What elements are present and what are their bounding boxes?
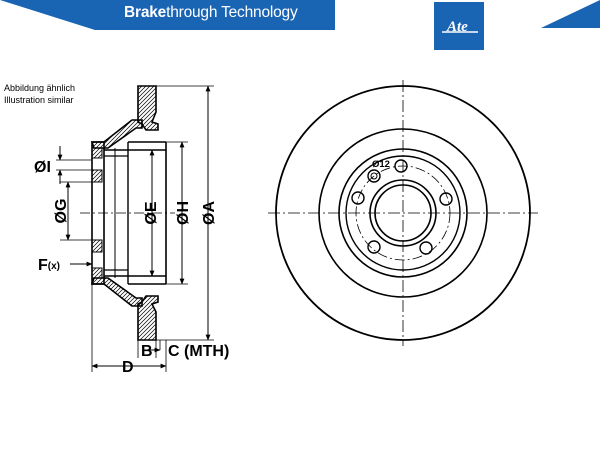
label-d: D xyxy=(122,359,134,376)
brand-banner xyxy=(0,0,335,30)
label-diameter-g: ØG xyxy=(53,199,70,224)
bolt-hole-bottom-left xyxy=(367,240,381,254)
brand-tagline-thin: through Technology xyxy=(166,4,298,21)
ate-logo-mark: Ate xyxy=(442,19,478,35)
label-bolt-diameter: Ø12 xyxy=(372,159,390,170)
label-diameter-a: ØA xyxy=(201,201,218,225)
hub-flange-hatch-mid xyxy=(91,169,103,183)
hub-flange-hatch-low xyxy=(91,239,103,253)
brand-tagline: Brakethrough Technology xyxy=(124,4,298,22)
bolt-hole-top-right xyxy=(394,159,408,173)
bolt-hole-top-left-inner xyxy=(370,172,378,180)
hub-flange-hatch-bottom xyxy=(91,267,103,279)
dimension-lines xyxy=(56,85,214,372)
bolt-hole-right xyxy=(439,192,453,206)
label-c-mth: C (MTH) xyxy=(168,343,229,360)
ate-logo-text: Ate xyxy=(446,19,468,35)
bolt-hole-top-left xyxy=(367,169,381,183)
hat-wall-lower xyxy=(90,277,143,307)
illustration-note: Abbildung ähnlich Illustration similar xyxy=(4,82,75,106)
bolt-hole-left xyxy=(351,191,365,205)
brand-tagline-bold: Brake xyxy=(124,4,167,21)
label-f-main: F xyxy=(38,257,48,274)
label-b: B xyxy=(141,343,153,360)
label-f-sub: (x) xyxy=(48,261,60,272)
label-f: F(x) xyxy=(38,257,60,274)
bolt-hole-bottom-right xyxy=(419,241,433,255)
hat-wall-upper xyxy=(90,119,143,149)
hub-flange-hatch-upper xyxy=(91,147,103,159)
ate-logo: Ate xyxy=(434,2,484,50)
label-diameter-e: ØE xyxy=(143,201,160,224)
disc-section-view xyxy=(80,85,175,341)
banner-corner xyxy=(541,0,600,28)
label-diameter-i: ØI xyxy=(34,159,51,176)
disc-front-view xyxy=(268,80,538,346)
note-german: Abbildung ähnlich xyxy=(4,83,76,93)
note-english: Illustration similar xyxy=(4,95,74,105)
label-diameter-h: ØH xyxy=(175,201,192,225)
